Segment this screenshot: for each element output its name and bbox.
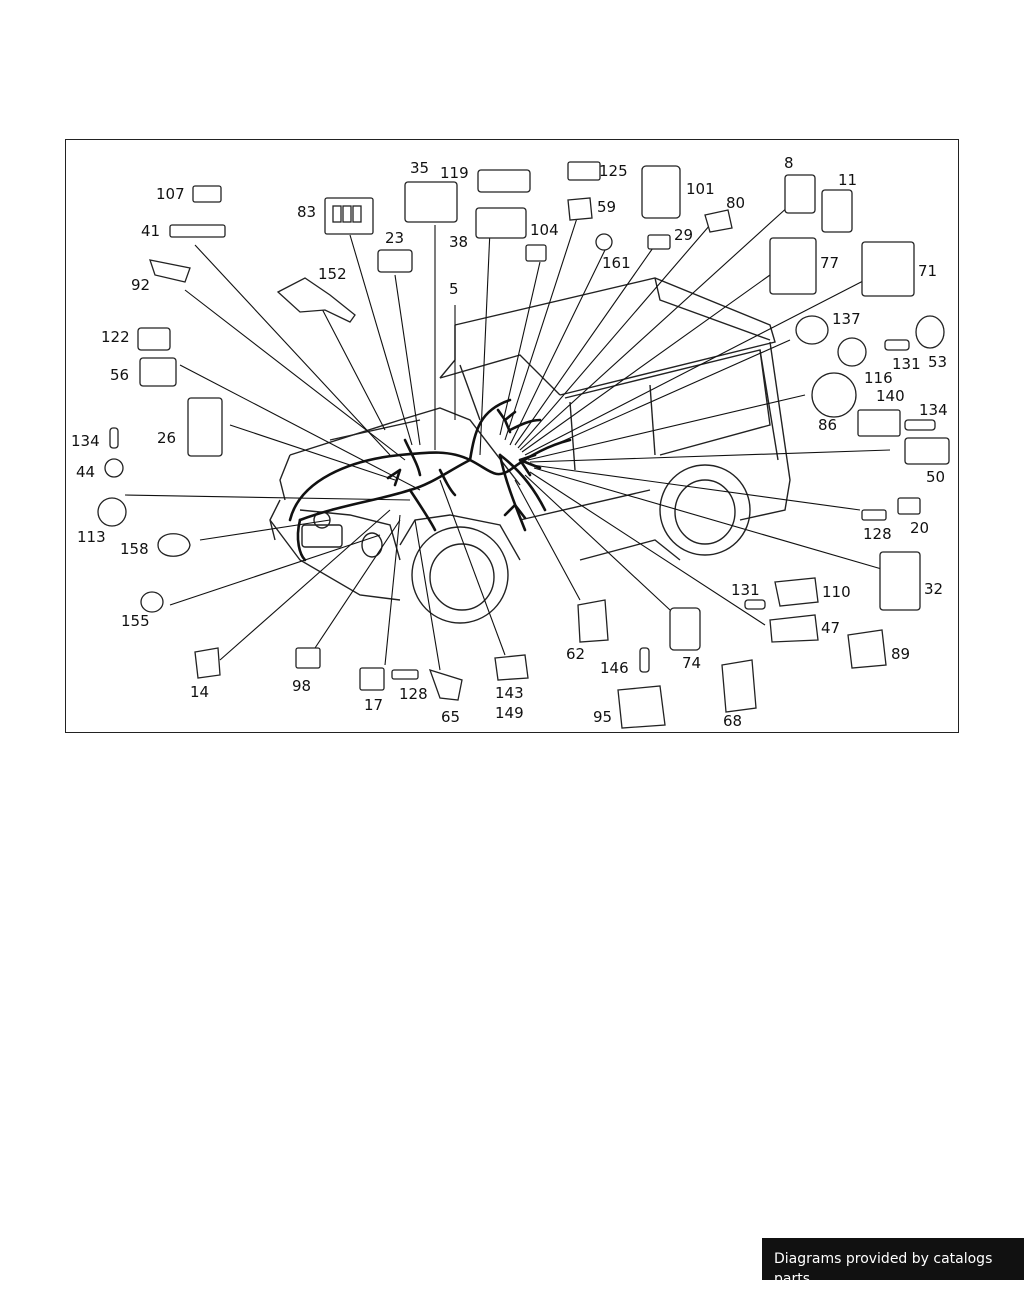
callout-89: 89 (891, 645, 910, 663)
callout-95: 95 (593, 708, 612, 726)
callout-131-mid: 131 (731, 581, 760, 599)
callout-62: 62 (566, 645, 585, 663)
leader-lines (124, 204, 891, 671)
callout-110: 110 (822, 583, 851, 601)
diagram-frame (65, 139, 959, 733)
callout-128-right: 128 (863, 525, 892, 543)
callout-80: 80 (726, 194, 745, 212)
callout-122: 122 (101, 328, 130, 346)
callout-146: 146 (600, 659, 629, 677)
callout-56: 56 (110, 366, 129, 384)
callout-35: 35 (410, 159, 429, 177)
callout-labels: 107 41 92 83 35 119 125 101 8 11 59 80 2… (71, 154, 948, 730)
callout-26: 26 (157, 429, 176, 447)
callout-47: 47 (821, 619, 840, 637)
callout-8: 8 (784, 154, 794, 172)
callout-41: 41 (141, 222, 160, 240)
callout-158: 158 (120, 540, 149, 558)
callout-23: 23 (385, 229, 404, 247)
callout-92: 92 (131, 276, 150, 294)
callout-65: 65 (441, 708, 460, 726)
callout-74: 74 (682, 654, 701, 672)
callout-152: 152 (318, 265, 347, 283)
callout-131-top: 131 (892, 355, 921, 373)
callout-11: 11 (838, 171, 857, 189)
callout-116: 116 (864, 369, 893, 387)
callout-149: 149 (495, 704, 524, 722)
callout-140: 140 (876, 387, 905, 405)
callout-68: 68 (723, 712, 742, 730)
callout-77: 77 (820, 254, 839, 272)
callout-17: 17 (364, 696, 383, 714)
callout-83: 83 (297, 203, 316, 221)
callout-44: 44 (76, 463, 95, 481)
vehicle-body (269, 277, 791, 624)
callout-134-left: 134 (71, 432, 100, 450)
callout-32: 32 (924, 580, 943, 598)
callout-143: 143 (495, 684, 524, 702)
callout-113: 113 (77, 528, 106, 546)
callout-20: 20 (910, 519, 929, 537)
callout-107: 107 (156, 185, 185, 203)
callout-5: 5 (449, 280, 459, 298)
credit-badge: Diagrams provided by catalogs parts (762, 1238, 1024, 1287)
callout-50: 50 (926, 468, 945, 486)
callout-59: 59 (597, 198, 616, 216)
callout-14: 14 (190, 683, 209, 701)
callout-101: 101 (686, 180, 715, 198)
callout-161: 161 (602, 254, 631, 272)
callout-134-right: 134 (919, 401, 948, 419)
callout-98: 98 (292, 677, 311, 695)
callout-119: 119 (440, 164, 469, 182)
callout-29: 29 (674, 226, 693, 244)
callout-86: 86 (818, 416, 837, 434)
callout-71: 71 (918, 262, 937, 280)
wiring-harness (288, 398, 572, 562)
callout-155: 155 (121, 612, 150, 630)
callout-125: 125 (599, 162, 628, 180)
parts (97, 161, 950, 729)
callout-128-bottom: 128 (399, 685, 428, 703)
callout-104: 104 (530, 221, 559, 239)
callout-53: 53 (928, 353, 947, 371)
callout-38: 38 (449, 233, 468, 251)
callout-137: 137 (832, 310, 861, 328)
